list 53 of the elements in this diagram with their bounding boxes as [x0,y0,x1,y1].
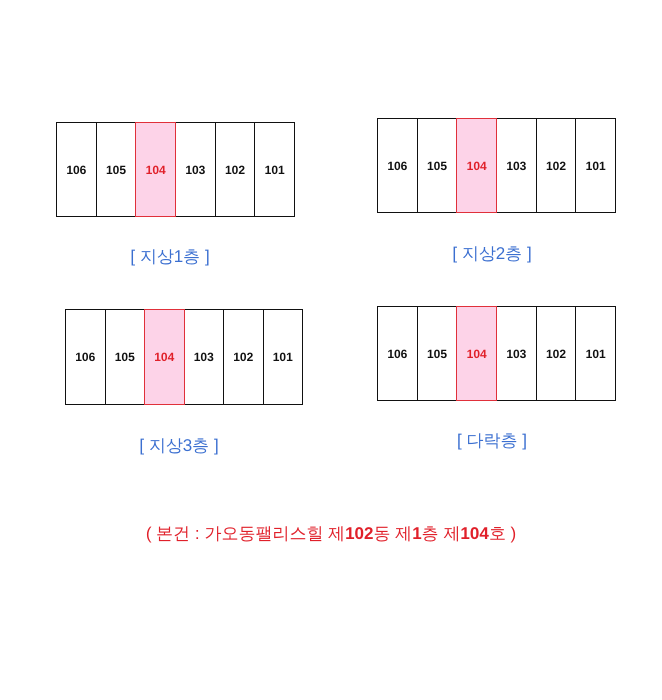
unit-box [536,306,576,401]
unit-box [223,309,264,405]
unit-number: 103 [185,162,206,176]
floor-label: [ 지상2층 ] [452,243,532,265]
unit-number: 102 [546,158,566,172]
unit-box [262,309,303,405]
unit-number: 106 [387,346,408,360]
unit-box [416,306,458,401]
unit-box [377,118,418,213]
unit-number: 104 [146,162,166,176]
unit-number: 103 [506,346,526,360]
unit-box [575,118,616,213]
unit-box [496,118,537,213]
unit-number: 106 [66,162,86,176]
unit-number: 105 [114,350,135,364]
unit-box [456,306,497,401]
unit-box [135,122,176,217]
floor-label: [ 지상3층 ] [139,435,219,457]
unit-number: 102 [546,346,566,360]
unit-number: 103 [194,350,214,364]
unit-box [56,122,97,217]
floor-label: [ 다락층 ] [457,430,527,452]
unit-number: 104 [466,158,487,172]
unit-number: 101 [586,158,606,172]
unit-number: 101 [272,350,293,364]
unit-box [536,118,576,213]
unit-number: 104 [466,346,487,360]
unit-number: 106 [75,350,96,364]
unit-number: 103 [506,158,526,172]
unit-number: 101 [264,162,285,176]
unit-number: 106 [387,158,408,172]
unit-box [214,122,256,217]
caption: ( 본건 : 가오동팰리스힐 제102동 제1층 제104호 ) [146,523,516,545]
unit-box [416,118,458,213]
unit-box [144,309,184,405]
unit-box [65,309,106,405]
unit-box [254,122,295,217]
unit-box [456,118,497,213]
unit-box [496,306,537,401]
unit-number: 104 [154,350,174,364]
unit-box [575,306,616,401]
unit-box [184,309,224,405]
unit-number: 105 [106,162,126,176]
unit-box [104,309,145,405]
unit-number: 102 [224,162,245,176]
unit-box [377,306,418,401]
unit-number: 105 [426,346,447,360]
floor-label: [ 지상1층 ] [130,246,210,268]
unit-box [175,122,216,217]
unit-number: 102 [233,350,254,364]
unit-number: 105 [426,158,447,172]
unit-box [96,122,136,217]
unit-number: 101 [586,346,606,360]
